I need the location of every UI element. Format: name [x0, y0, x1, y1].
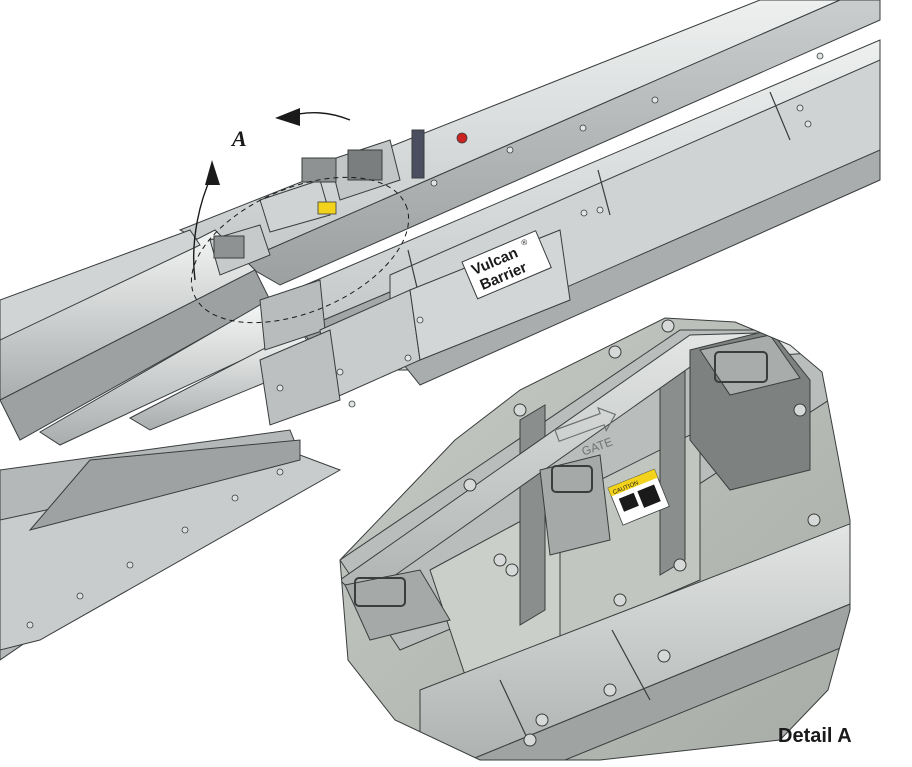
left-arrowhead-icon — [275, 108, 300, 126]
rotation-callout: A — [190, 108, 410, 324]
up-arrowhead-icon — [205, 160, 220, 185]
detail-border — [339, 317, 851, 761]
callout-label: A — [230, 126, 247, 151]
detail-caption: Detail A — [778, 725, 852, 747]
detail-bolts — [463, 319, 821, 747]
rail-bolts — [276, 52, 824, 408]
brand-plate: Vulcan ® Barrier — [461, 230, 552, 300]
base-slab — [0, 429, 342, 661]
detail-a-view: GATE CAUTION — [340, 318, 850, 760]
caution-sticker: CAUTION — [607, 468, 670, 526]
right-arrow-icon — [554, 406, 617, 443]
brand-reg-mark: ® — [520, 237, 529, 248]
main-assembly: Vulcan ® Barrier A — [0, 0, 881, 661]
